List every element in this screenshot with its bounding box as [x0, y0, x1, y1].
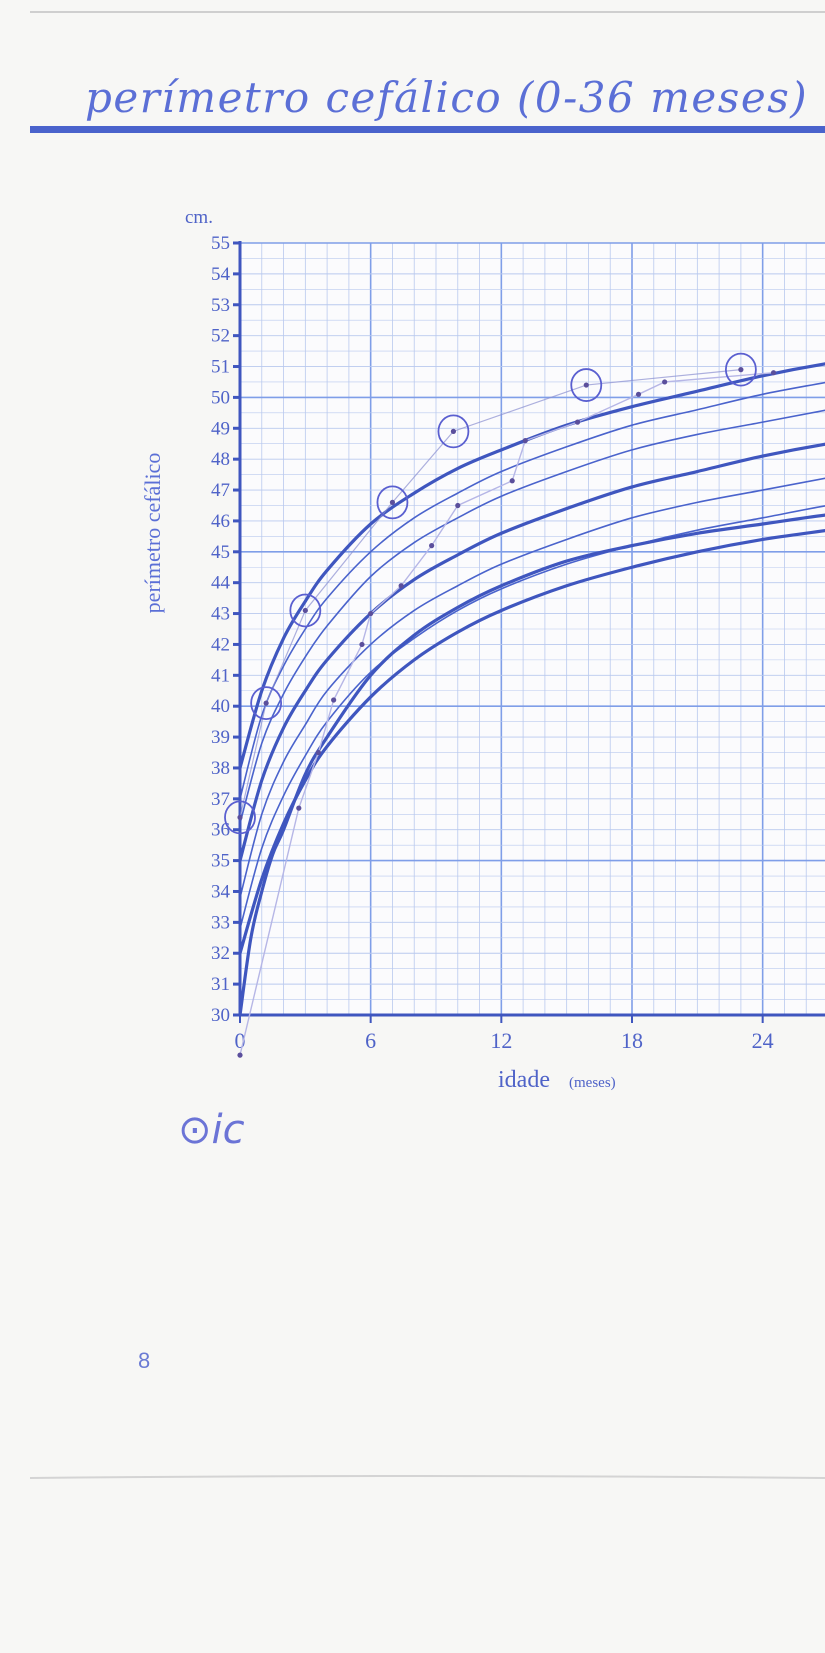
x-tick-label: 24 — [752, 1028, 774, 1053]
reference-curve-6 — [239, 505, 825, 930]
y-tick-label: 43 — [211, 604, 230, 625]
y-tick-label: 31 — [211, 974, 230, 995]
x-tick-label: 12 — [490, 1028, 512, 1053]
y-tick-label: 40 — [211, 696, 230, 717]
x-axis-label: idade — [498, 1067, 550, 1093]
y-tick-label: 46 — [211, 511, 230, 532]
y-tick-label: 52 — [211, 326, 230, 347]
y-tick-label: 33 — [211, 912, 230, 933]
measurement-point — [738, 367, 744, 373]
grid — [239, 242, 825, 1016]
y-tick-label: 54 — [211, 264, 231, 285]
reference-curve-2 — [239, 381, 825, 800]
y-axis-label: perímetro cefálico — [140, 453, 165, 614]
measurement-point — [583, 382, 589, 388]
second-series-point — [522, 438, 528, 444]
page-number: 8 — [138, 1348, 150, 1373]
axes: 30 31 32 33 34 35 36 37 38 39 40 41 42 43 44 45 46 47 48 49… — [211, 233, 825, 1053]
second-series-point — [398, 583, 404, 589]
measurement-circle — [570, 368, 603, 402]
reference-curve-3 — [239, 409, 825, 825]
measurement-circle — [250, 686, 283, 721]
second-series-point — [635, 391, 642, 397]
y-tick-label: 48 — [211, 449, 230, 470]
x-tick-label: 0 — [235, 1028, 246, 1053]
second-series-point — [296, 805, 302, 811]
measurement-circle — [437, 414, 470, 449]
reference-curve-4 — [238, 442, 825, 863]
second-series-point — [368, 610, 374, 617]
x-axis-unit: (meses) — [569, 1075, 616, 1091]
second-series-point — [429, 543, 435, 549]
y-tick-label: 30 — [211, 1005, 230, 1026]
page-title: perímetro cefálico (0-36 meses) — [85, 73, 808, 122]
reference-curve-1 — [238, 362, 825, 770]
measurement-series — [224, 352, 777, 1058]
y-tick-label: 45 — [211, 542, 230, 563]
second-series-point — [359, 641, 365, 648]
second-series-point — [662, 379, 668, 385]
second-series-point — [770, 370, 777, 376]
second-series-point — [509, 478, 515, 484]
measurement-circle — [289, 593, 322, 628]
second-series-point — [331, 697, 337, 703]
measurement-circle — [224, 800, 256, 835]
measurement-point — [302, 607, 308, 614]
y-tick-label: 38 — [211, 758, 230, 779]
y-tick-label: 37 — [211, 789, 230, 810]
handwritten-note: ⊙ic — [178, 1107, 245, 1153]
x-tick-label: 6 — [365, 1028, 376, 1053]
second-series-point — [455, 502, 461, 509]
y-tick-label: 32 — [211, 943, 230, 964]
reference-curves — [238, 362, 825, 1017]
page-bottom-edge — [29, 1475, 825, 1479]
measurement-circle — [724, 352, 757, 387]
measurement-circle — [376, 485, 409, 520]
y-tick-label: 51 — [211, 357, 230, 378]
x-tick-label: 18 — [621, 1028, 643, 1053]
y-tick-label: 53 — [211, 295, 230, 316]
y-tick-label: 50 — [211, 387, 230, 408]
y-unit-label: cm. — [185, 207, 213, 228]
measurement-point — [450, 428, 457, 434]
y-tick-label: 49 — [211, 418, 230, 439]
y-tick-label: 35 — [211, 851, 230, 872]
y-tick-label: 41 — [211, 665, 230, 686]
title-rule — [30, 126, 825, 133]
y-tick-label: 55 — [211, 233, 230, 254]
measurement-point — [389, 499, 396, 505]
y-tick-label: 44 — [211, 573, 231, 594]
second-series-point — [315, 749, 321, 756]
measurement-point — [237, 814, 243, 820]
second-series-point — [574, 419, 581, 425]
reference-curve-5 — [239, 477, 825, 899]
y-tick-label: 34 — [211, 881, 231, 902]
second-series-point — [237, 1052, 243, 1058]
y-tick-label: 39 — [211, 727, 230, 748]
measurement-point — [263, 700, 269, 706]
reference-curve-8 — [238, 513, 825, 1017]
y-tick-label: 42 — [211, 634, 230, 655]
y-tick-label: 36 — [211, 820, 230, 841]
y-tick-label: 47 — [211, 480, 230, 501]
